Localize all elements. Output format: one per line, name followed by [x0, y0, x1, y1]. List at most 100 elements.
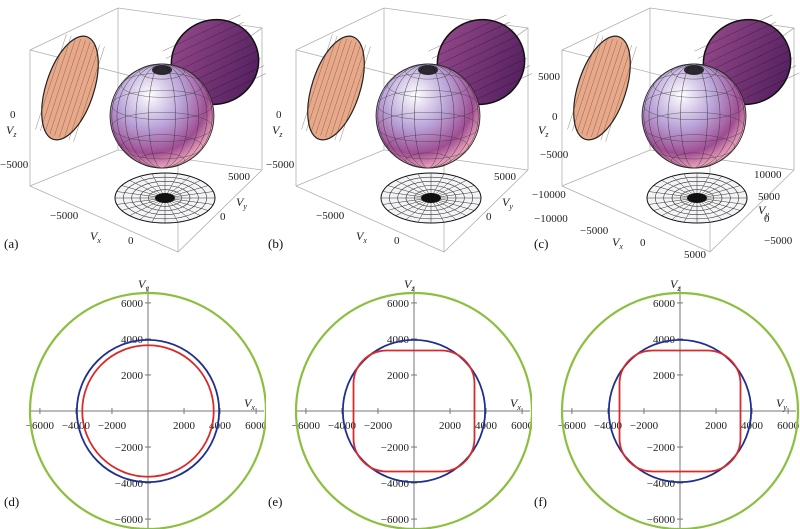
vx-tick-label: 0 — [128, 235, 134, 247]
x-tick-label: 6000 — [777, 420, 800, 432]
vx-tick-label: −5000 — [50, 210, 79, 222]
vz-axis-label: Vz — [6, 123, 17, 139]
box-edge — [295, 7, 529, 170]
y-tick-label: 6000 — [121, 298, 144, 310]
y-tick-label: −6000 — [381, 514, 410, 526]
vx-axis-label: Vx — [90, 229, 101, 245]
vz-axis-label: Vz — [272, 123, 283, 139]
sphere — [641, 63, 747, 169]
vz-tick-label: −10000 — [532, 189, 566, 201]
y-tick-label: 2000 — [387, 370, 410, 382]
y-tick-label: −2000 — [647, 442, 676, 454]
vy-tick-label: 5000 — [228, 171, 251, 183]
box-edge — [29, 7, 263, 170]
vy-axis-label: Vy — [502, 195, 513, 211]
x-tick-label: 4000 — [475, 420, 498, 432]
vx-tick-label: −5000 — [580, 225, 609, 237]
vz-tick-label: −5000 — [0, 159, 29, 171]
contour-curve — [607, 338, 753, 484]
bottom-disk — [114, 172, 216, 224]
x-tick-label: −6000 — [558, 420, 587, 432]
y-axis-label: Vy — [138, 277, 149, 293]
x-tick-label: −6000 — [26, 420, 55, 432]
panel-label-f: (f) — [534, 494, 547, 509]
y-tick-label: −6000 — [115, 514, 144, 526]
contour-curve — [618, 349, 742, 473]
sphere — [109, 63, 215, 169]
y-tick-label: −6000 — [647, 514, 676, 526]
x-tick-label: −2000 — [630, 420, 659, 432]
vx-axis-label: Vx — [356, 229, 367, 245]
x-axis-label: Vx — [510, 396, 521, 412]
box-edge — [561, 7, 795, 170]
vx-tick-label: 5000 — [684, 249, 707, 261]
vy-tick-label: 0 — [220, 211, 226, 223]
bottom-disk — [646, 172, 748, 224]
panel-label-a: (a) — [4, 236, 19, 251]
vx-axis-label: Vx — [612, 235, 623, 251]
x-tick-label: −4000 — [328, 420, 357, 432]
panel-label-e: (e) — [268, 494, 283, 509]
orange-sheet — [301, 34, 371, 142]
vx-tick-label: −10000 — [534, 213, 568, 225]
vy-tick-label: 0 — [486, 211, 492, 223]
x-tick-label: 4000 — [209, 420, 232, 432]
vy-axis-label: Vy — [758, 203, 769, 219]
vy-tick-label: −5000 — [764, 235, 793, 247]
orange-sheet — [567, 34, 637, 142]
contour-curve — [294, 291, 532, 529]
contour-curve — [81, 344, 215, 478]
contour-curve — [560, 291, 800, 529]
vy-axis-label: Vy — [236, 195, 247, 211]
x-axis-label: Vx — [244, 396, 255, 412]
vy-tick-label: 5000 — [494, 171, 517, 183]
x-tick-label: −2000 — [364, 420, 393, 432]
x-tick-label: −4000 — [62, 420, 91, 432]
vx-tick-label: −5000 — [316, 210, 345, 222]
y-tick-label: 2000 — [653, 370, 676, 382]
y-axis-label: Vz — [670, 277, 681, 293]
box-edge — [561, 149, 651, 187]
y-tick-label: −2000 — [115, 442, 144, 454]
vz-tick-label: 0 — [276, 109, 282, 121]
contour-curve — [28, 291, 266, 529]
y-tick-label: −2000 — [381, 442, 410, 454]
x-tick-label: 6000 — [511, 420, 532, 432]
contour-curve — [352, 349, 476, 473]
vy-tick-label: 5000 — [758, 191, 781, 203]
vz-tick-label: 0 — [10, 109, 16, 121]
orange-sheet — [35, 34, 105, 142]
bottom-disk — [380, 172, 482, 224]
box-edge — [29, 149, 119, 187]
x-tick-label: 4000 — [741, 420, 764, 432]
x-tick-label: −4000 — [594, 420, 623, 432]
panel-3d-c: 5000 0 −5000 −10000 −10000 −5000 0 5000 10000 500… — [532, 7, 800, 261]
x-tick-label: −2000 — [98, 420, 127, 432]
y-tick-label: 2000 — [121, 370, 144, 382]
vz-tick-label: −5000 — [266, 159, 295, 171]
x-tick-label: 2000 — [173, 420, 196, 432]
contour-curve — [75, 338, 221, 484]
panel-label-b: (b) — [268, 236, 284, 251]
y-axis-label: Vz — [404, 277, 415, 293]
vz-tick-label: 5000 — [538, 71, 561, 83]
x-axis-label: Vy — [776, 396, 787, 412]
x-tick-label: −6000 — [292, 420, 321, 432]
vz-axis-label: Vz — [538, 123, 549, 139]
x-tick-label: 2000 — [439, 420, 462, 432]
panel-label-d: (d) — [4, 494, 20, 509]
y-tick-label: 6000 — [653, 298, 676, 310]
y-tick-label: 6000 — [387, 298, 410, 310]
vx-tick-label: 0 — [640, 237, 646, 249]
vy-tick-label: 10000 — [754, 169, 782, 181]
contour-curve — [341, 338, 487, 484]
vz-tick-label: 0 — [552, 111, 558, 123]
vz-tick-label: −5000 — [540, 149, 569, 161]
box-edge — [295, 149, 385, 187]
vy-tick-label: 0 — [764, 213, 770, 225]
vx-tick-label: 0 — [394, 235, 400, 247]
